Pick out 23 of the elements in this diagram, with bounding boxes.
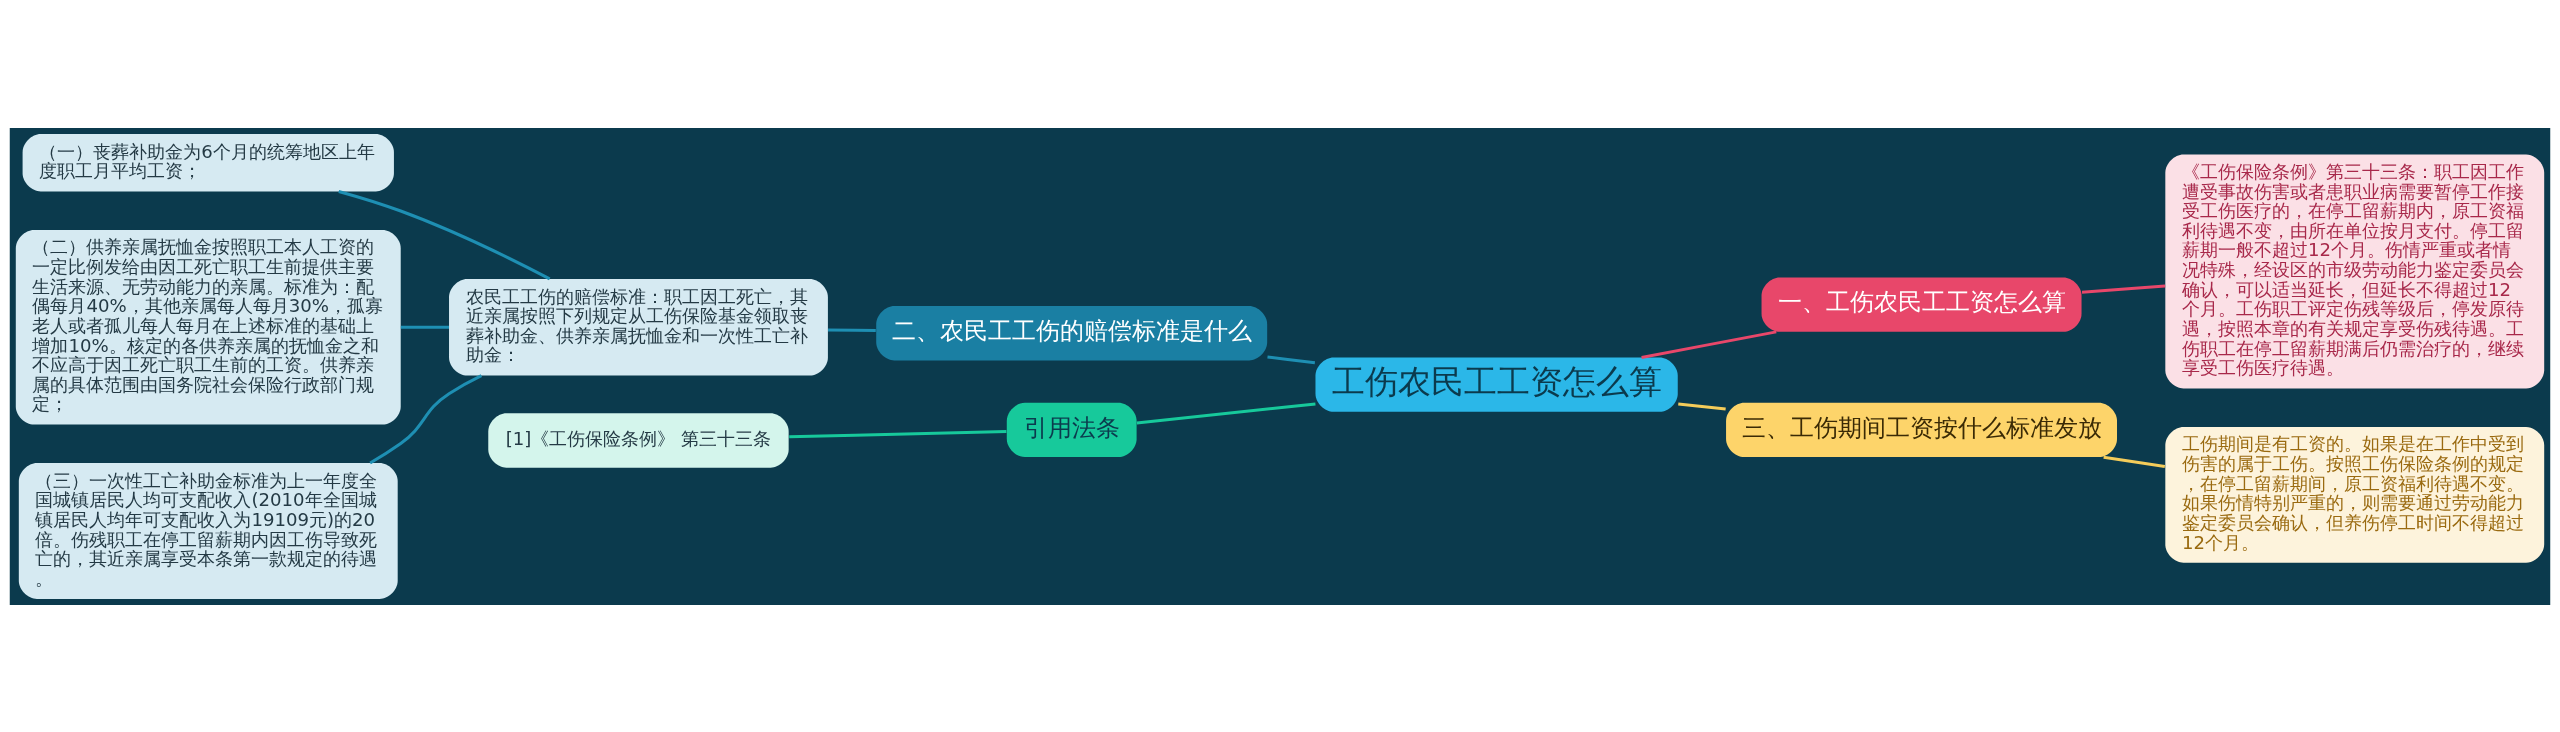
node-box: 农民工工伤的赔偿标准：职工因工死亡，其近亲属按照下列规定从工伤保险基金领取丧葬补助金、供养亲属抚恤金和一次性工亡补助金： — [449, 278, 828, 376]
connector — [338, 189, 551, 280]
connector — [1136, 401, 1316, 425]
connector — [789, 429, 1007, 438]
node-box: 三、工伤期间工资按什么标准发放 — [1726, 402, 2117, 457]
connector — [369, 373, 483, 464]
connector — [400, 325, 449, 329]
node-box: 工伤农民工工资怎么算 — [1315, 356, 1678, 412]
connector — [828, 327, 876, 332]
node-box: 《工伤保险条例》第三十三条：职工因工作遭受事故伤害或者患职业病需要暂停工作接受工伤医疗的，在停工留薪期内，原工资福利待遇不变，由所在单位按月支付。停工留薪期一般不超过12个月。伤情严重或者情况特殊，经设区的市级劳动能力鉴定委员会确认，可以适当延长，但延长不得超过12个月。工伤职工评定伤残等级后，停发原待遇，按照本章的有关规定享受伤残待遇。工伤职工在停工留薪期满后仍需治疗的，继续享受工伤医疗待遇。 — [2165, 153, 2545, 388]
node-box: 二、农民工工伤的赔偿标准是什么 — [876, 305, 1268, 360]
node-box: 一、工伤农民工工资怎么算 — [1761, 276, 2082, 332]
node-box: （三）一次性工亡补助金标准为上一年度全国城镇居民人均可支配收入(2010年全国城镇居民人均年可支配收入为19109元)的20倍。伤残职工在停工留薪期内因工伤导致死亡的，其近亲属享受本条第一款规定的待遇。 — [18, 462, 398, 599]
node-box: （一）丧葬补助金为6个月的统筹地区上年度职工月平均工资； — [22, 133, 394, 191]
node-box: [1]《工伤保险条例》 第三十三条 — [488, 412, 789, 468]
node-box: （二）供养亲属抚恤金按照职工本人工资的一定比例发给由因工死亡职工生前提供主要生活来源、无劳动能力的亲属。标准为：配偶每月40%，其他亲属每人每月30%，孤寡老人或者孤儿每人每月在上述标准的基础上增加10%。核定的各供养亲属的抚恤金之和不应高于因工死亡职工生前的工资。供养亲属的具体范围由国务院社会保险行政部门规定； — [15, 229, 401, 425]
connector — [1267, 354, 1316, 364]
connector — [2081, 283, 2166, 294]
connector — [1678, 401, 1726, 411]
node-box: 引用法条 — [1006, 402, 1137, 457]
node-box: 工伤期间是有工资的。如果是在工作中受到伤害的属于工伤。按照工伤保险条例的规定，在停工留薪期间，原工资福利待遇不变。如果伤情特别严重的，则需要通过劳动能力鉴定委员会确认，但养伤停工时间不得超过12个月。 — [2165, 426, 2545, 563]
connector — [2103, 455, 2166, 468]
connector — [1641, 329, 1777, 359]
